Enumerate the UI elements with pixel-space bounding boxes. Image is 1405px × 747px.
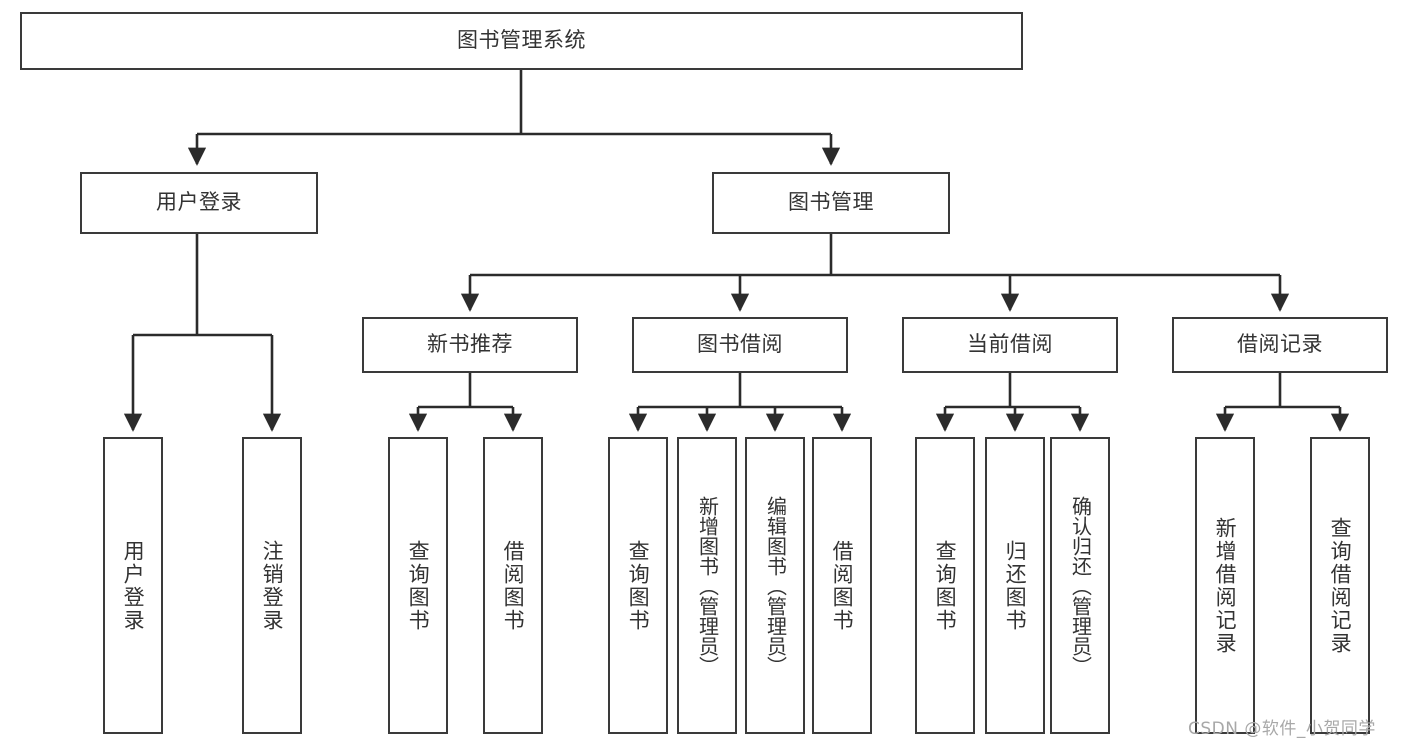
leaf-confirm-return-admin[interactable]: 确认归还（管理员） [1050, 437, 1110, 734]
node-label: 图书管理 [788, 190, 874, 215]
node-label: 新书推荐 [427, 332, 513, 357]
node-new-book-recommend[interactable]: 新书推荐 [362, 317, 578, 373]
leaf-query-book-recommend[interactable]: 查询图书 [388, 437, 448, 734]
leaf-query-borrow-record[interactable]: 查询借阅记录 [1310, 437, 1370, 734]
node-borrow-record[interactable]: 借阅记录 [1172, 317, 1388, 373]
node-label: 图书借阅 [697, 332, 783, 357]
node-label: 新增图书（管理员） [695, 495, 720, 676]
leaf-borrow-book-recommend[interactable]: 借阅图书 [483, 437, 543, 734]
node-label: 注销登录 [260, 539, 285, 632]
node-label: 图书管理系统 [457, 28, 586, 53]
leaf-query-book-current[interactable]: 查询图书 [915, 437, 975, 734]
leaf-query-book-borrow[interactable]: 查询图书 [608, 437, 668, 734]
node-label: 查询图书 [626, 539, 651, 632]
leaf-add-book-admin[interactable]: 新增图书（管理员） [677, 437, 737, 734]
node-user-login[interactable]: 用户登录 [80, 172, 318, 234]
node-book-management[interactable]: 图书管理 [712, 172, 950, 234]
node-label: 借阅图书 [501, 539, 526, 632]
leaf-user-login[interactable]: 用户登录 [103, 437, 163, 734]
node-label: 查询图书 [933, 539, 958, 632]
csdn-watermark: CSDN @软件_小贺同学 [1188, 719, 1376, 739]
node-book-borrow[interactable]: 图书借阅 [632, 317, 848, 373]
node-label: 查询图书 [406, 539, 431, 632]
node-label: 新增借阅记录 [1213, 516, 1238, 655]
leaf-add-borrow-record[interactable]: 新增借阅记录 [1195, 437, 1255, 734]
node-label: 编辑图书（管理员） [763, 495, 788, 676]
leaf-edit-book-admin[interactable]: 编辑图书（管理员） [745, 437, 805, 734]
node-label: 确认归还（管理员） [1068, 495, 1093, 676]
node-label: 借阅记录 [1237, 332, 1323, 357]
node-label: 用户登录 [156, 190, 242, 215]
node-label: 用户登录 [121, 539, 146, 632]
node-label: 借阅图书 [830, 539, 855, 632]
node-root-system[interactable]: 图书管理系统 [20, 12, 1023, 70]
node-label: 归还图书 [1003, 539, 1028, 632]
node-current-borrow[interactable]: 当前借阅 [902, 317, 1118, 373]
leaf-return-book[interactable]: 归还图书 [985, 437, 1045, 734]
leaf-borrow-book[interactable]: 借阅图书 [812, 437, 872, 734]
node-label: 当前借阅 [967, 332, 1053, 357]
node-label: 查询借阅记录 [1328, 516, 1353, 655]
leaf-user-logout[interactable]: 注销登录 [242, 437, 302, 734]
